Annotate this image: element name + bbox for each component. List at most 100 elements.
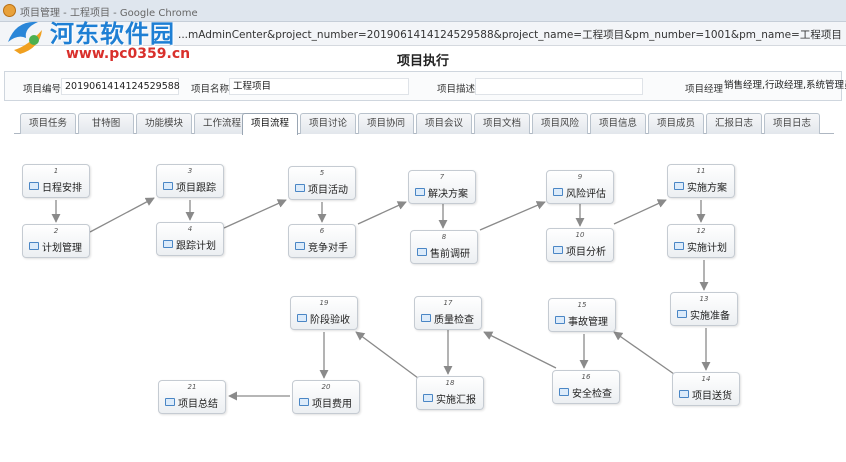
address-bar[interactable]: ...mAdminCenter&project_number=201906141…	[0, 22, 846, 46]
node-label: 实施方案	[687, 183, 727, 194]
window-icon	[299, 398, 309, 406]
site-logo-icon	[8, 21, 42, 54]
flow-node-15[interactable]: 15 事故管理	[548, 298, 616, 332]
flow-node-13[interactable]: 13 实施准备	[670, 292, 738, 326]
flow-node-1[interactable]: 1 日程安排	[22, 164, 90, 198]
flow-node-10[interactable]: 10 项目分析	[546, 228, 614, 262]
window-icon	[679, 390, 689, 398]
address-url[interactable]: ...mAdminCenter&project_number=201906141…	[178, 29, 842, 41]
flow-node-19[interactable]: 19 阶段验收	[290, 296, 358, 330]
node-label: 解决方案	[428, 189, 468, 200]
window-icon	[295, 184, 305, 192]
edge-16-17	[483, 331, 557, 369]
node-number: 17	[443, 299, 453, 307]
node-label: 竞争对手	[308, 243, 348, 254]
window-icon	[415, 188, 425, 196]
node-label: 项目分析	[566, 247, 606, 258]
window-icon	[553, 246, 563, 254]
edge-14-15	[613, 331, 675, 375]
node-label: 安全检查	[572, 389, 612, 400]
tab-documents[interactable]: 项目文档	[474, 113, 530, 134]
edge-6-7	[357, 201, 407, 225]
flow-node-11[interactable]: 11 实施方案	[667, 164, 735, 198]
node-number: 3	[187, 167, 193, 175]
project-desc-field[interactable]	[475, 78, 643, 95]
node-number: 9	[577, 173, 583, 181]
project-name-label: 项目名称	[191, 84, 230, 95]
node-number: 11	[696, 167, 706, 175]
node-number: 4	[187, 225, 193, 233]
node-number: 15	[577, 301, 587, 309]
flow-node-4[interactable]: 4 跟踪计划	[156, 222, 224, 256]
tab-project-flow[interactable]: 项目流程	[242, 113, 298, 135]
tab-bar: 项目任务 甘特图 功能模块 工作流程 项目流程 项目讨论 项目协同 项目会议 项…	[14, 113, 834, 135]
tab-info[interactable]: 项目信息	[590, 113, 646, 134]
edge-2-3	[89, 197, 155, 233]
node-number: 21	[187, 383, 197, 391]
flow-node-16[interactable]: 16 安全检查	[552, 370, 620, 404]
tab-gantt[interactable]: 甘特图	[78, 113, 134, 134]
window-icon	[674, 182, 684, 190]
window-icon	[423, 394, 433, 402]
tab-report-log[interactable]: 汇报日志	[706, 113, 762, 134]
flow-node-17[interactable]: 17 质量检查	[414, 296, 482, 330]
node-label: 项目费用	[312, 399, 352, 410]
tab-modules[interactable]: 功能模块	[136, 113, 192, 134]
node-label: 计划管理	[42, 243, 82, 254]
window-title: 项目管理 - 工程项目 - Google Chrome	[20, 8, 198, 19]
node-number: 6	[319, 227, 325, 235]
flow-node-6[interactable]: 6 竞争对手	[288, 224, 356, 258]
flow-node-3[interactable]: 3 项目跟踪	[156, 164, 224, 198]
project-name-field[interactable]: 工程项目	[229, 78, 409, 95]
flow-node-21[interactable]: 21 项目总结	[158, 380, 226, 414]
tab-meetings[interactable]: 项目会议	[416, 113, 472, 134]
edge-8-9	[479, 201, 546, 231]
watermark-site-name: 河东软件园	[50, 20, 175, 48]
chrome-icon	[3, 4, 16, 17]
node-number: 10	[575, 231, 585, 239]
tab-risks[interactable]: 项目风险	[532, 113, 588, 134]
node-label: 跟踪计划	[176, 241, 216, 252]
flow-node-8[interactable]: 8 售前调研	[410, 230, 478, 264]
window-icon	[677, 310, 687, 318]
window-icon	[29, 242, 39, 250]
tab-members[interactable]: 项目成员	[648, 113, 704, 134]
flow-node-12[interactable]: 12 实施计划	[667, 224, 735, 258]
node-label: 事故管理	[568, 317, 608, 328]
window-icon	[555, 316, 565, 324]
node-number: 20	[321, 383, 331, 391]
flow-node-9[interactable]: 9 风险评估	[546, 170, 614, 204]
tab-project-tasks[interactable]: 项目任务	[20, 113, 76, 134]
node-label: 实施准备	[690, 311, 730, 322]
node-number: 16	[581, 373, 591, 381]
node-label: 质量检查	[434, 315, 474, 326]
flow-node-18[interactable]: 18 实施汇报	[416, 376, 484, 410]
tab-discussion[interactable]: 项目讨论	[300, 113, 356, 134]
node-number: 5	[319, 169, 325, 177]
project-desc-label: 项目描述	[437, 84, 476, 95]
project-manager-label: 项目经理	[685, 84, 724, 95]
flow-node-14[interactable]: 14 项目送货	[672, 372, 740, 406]
node-number: 2	[53, 227, 59, 235]
window-icon	[165, 398, 175, 406]
edge-18-19	[355, 331, 419, 379]
window-icon	[163, 240, 173, 248]
window-icon	[553, 188, 563, 196]
tab-project-log[interactable]: 项目日志	[764, 113, 820, 134]
node-label: 项目总结	[178, 399, 218, 410]
edge-10-11	[613, 199, 667, 225]
node-number: 19	[319, 299, 329, 307]
project-number-field[interactable]: 2019061414124529588	[61, 78, 180, 95]
project-info-bar: 项目编号 2019061414124529588 项目名称 工程项目 项目描述 …	[4, 71, 846, 101]
node-label: 实施计划	[687, 243, 727, 254]
node-label: 项目送货	[692, 391, 732, 402]
node-number: 13	[699, 295, 709, 303]
flow-node-2[interactable]: 2 计划管理	[22, 224, 90, 258]
project-flow-diagram: 1 日程安排 2 计划管理 3 项目跟踪 4 跟踪计划 5 项目活动 6 竞争对…	[0, 140, 846, 462]
tab-collaboration[interactable]: 项目协同	[358, 113, 414, 134]
flow-node-5[interactable]: 5 项目活动	[288, 166, 356, 200]
window-icon	[29, 182, 39, 190]
flow-node-7[interactable]: 7 解决方案	[408, 170, 476, 204]
flow-node-20[interactable]: 20 项目费用	[292, 380, 360, 414]
node-label: 项目活动	[308, 185, 348, 196]
